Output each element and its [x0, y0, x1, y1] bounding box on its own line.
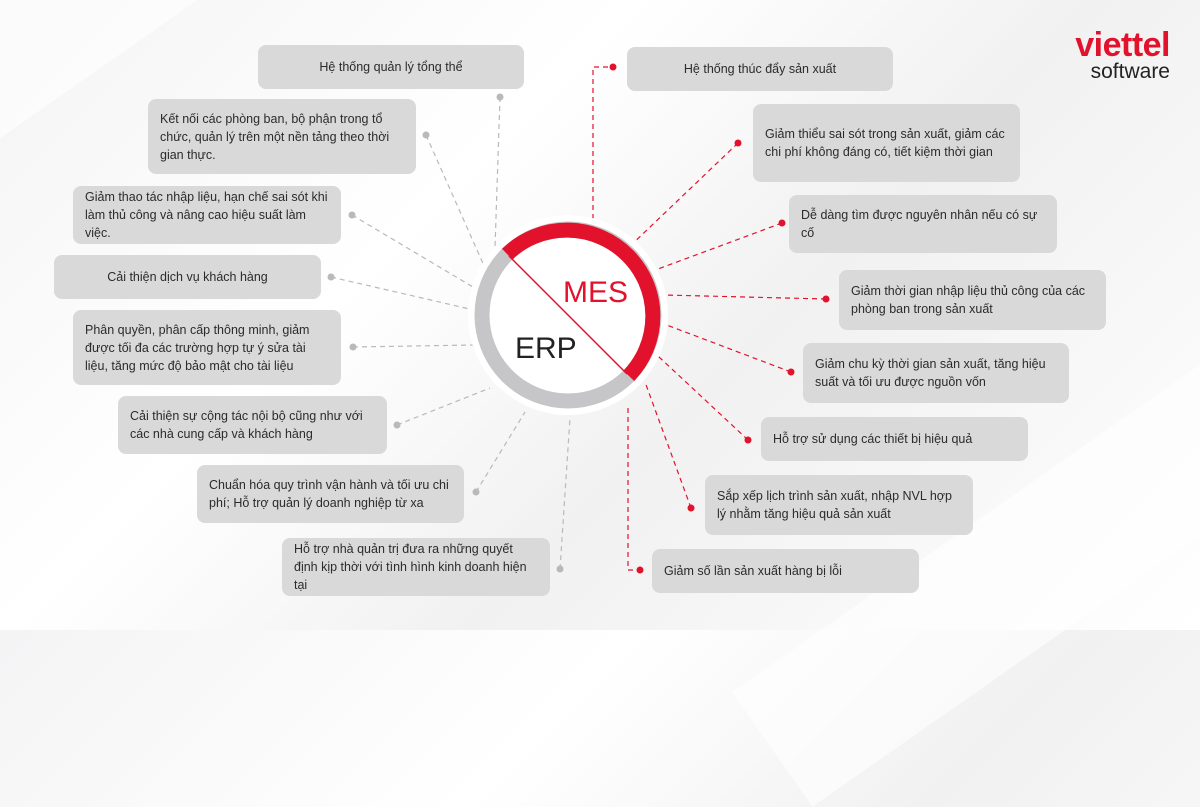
erp-connector-8 — [559, 417, 571, 570]
erp-dot-8 — [556, 565, 564, 573]
mes-dot-7 — [687, 504, 695, 512]
erp-item-4: Cải thiện dịch vụ khách hàng — [54, 255, 321, 299]
erp-item-5: Phân quyền, phân cấp thông minh, giảm đư… — [73, 310, 341, 385]
mes-connector-7 — [644, 381, 692, 509]
mes-item-2: Giảm thiểu sai sót trong sản xuất, giảm … — [753, 104, 1020, 182]
mes-label: MES — [563, 276, 629, 309]
mes-dot-5 — [787, 368, 795, 376]
mes-connector-1 — [592, 66, 613, 228]
logo-subtitle: software — [1090, 60, 1170, 83]
erp-dot-1 — [496, 93, 504, 101]
mes-connector-2 — [625, 142, 739, 251]
erp-dot-6 — [393, 421, 401, 429]
erp-item-1: Hệ thống quản lý tổng thể — [258, 45, 524, 89]
erp-connector-1 — [494, 96, 501, 249]
mes-connector-4 — [663, 294, 827, 300]
mes-connector-6 — [657, 355, 749, 441]
mes-item-4: Giảm thời gian nhập liệu thủ công của cá… — [839, 270, 1106, 330]
mes-item-5: Giảm chu kỳ thời gian sản xuất, tăng hiệ… — [803, 343, 1069, 403]
erp-label: ERP — [515, 332, 577, 365]
erp-connector-6 — [396, 387, 491, 426]
mes-dot-2 — [734, 139, 742, 147]
erp-dot-3 — [348, 211, 356, 219]
erp-item-3: Giảm thao tác nhập liệu, hạn chế sai sót… — [73, 186, 341, 244]
mes-ring-arc — [502, 222, 661, 381]
erp-dot-4 — [327, 273, 335, 281]
erp-dot-2 — [422, 131, 430, 139]
ring-divider — [508, 255, 628, 375]
logo-wordmark: viettel — [1075, 26, 1170, 64]
erp-dot-5 — [349, 343, 357, 351]
mes-dot-1 — [609, 63, 617, 71]
mes-dot-6 — [744, 436, 752, 444]
erp-item-8: Hỗ trợ nhà quản trị đưa ra những quyết đ… — [282, 538, 550, 596]
erp-item-7: Chuẩn hóa quy trình vận hành và tối ưu c… — [197, 465, 464, 523]
mes-dot-3 — [778, 219, 786, 227]
viettel-software-logo: viettel software — [1075, 28, 1170, 84]
erp-connector-2 — [425, 134, 486, 269]
mes-connector-8 — [627, 408, 640, 571]
erp-dot-7 — [472, 488, 480, 496]
mes-connector-5 — [663, 323, 792, 373]
mes-item-1: Hệ thống thúc đẩy sản xuất — [627, 47, 893, 91]
erp-connector-3 — [351, 214, 479, 291]
mes-item-7: Sắp xếp lịch trình sản xuất, nhập NVL hợ… — [705, 475, 973, 535]
mes-item-8: Giảm số lần sản xuất hàng bị lỗi — [652, 549, 919, 593]
erp-item-2: Kết nối các phòng ban, bộ phận trong tổ … — [148, 99, 416, 174]
erp-connector-4 — [330, 276, 475, 311]
mes-dot-8 — [636, 566, 644, 574]
erp-connector-7 — [475, 411, 526, 493]
erp-item-6: Cải thiện sự cộng tác nội bộ cũng như vớ… — [118, 396, 387, 454]
mes-dot-4 — [822, 295, 830, 303]
mes-connector-3 — [649, 222, 783, 273]
connector-diagram — [327, 63, 830, 574]
mes-item-6: Hỗ trợ sử dụng các thiết bị hiệu quả — [761, 417, 1028, 461]
erp-connector-5 — [352, 344, 475, 348]
mes-item-3: Dễ dàng tìm được nguyên nhân nếu có sự c… — [789, 195, 1057, 253]
